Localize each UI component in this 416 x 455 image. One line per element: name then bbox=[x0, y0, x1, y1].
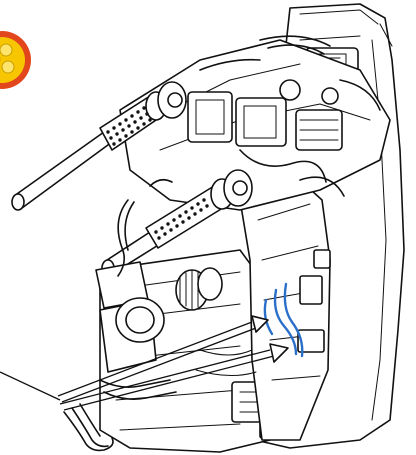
lower-steam-wand bbox=[101, 169, 253, 277]
arrow-pointer-icon bbox=[0, 315, 289, 411]
central-column bbox=[239, 179, 331, 441]
hose-detail-icon bbox=[63, 403, 114, 452]
upper-steam-wand bbox=[11, 81, 187, 211]
lower-wand-perforations bbox=[154, 198, 209, 240]
pump-assembly bbox=[95, 261, 223, 400]
highlighted-hose bbox=[263, 282, 304, 358]
upper-mechanism bbox=[119, 35, 391, 211]
upper-wand-perforations bbox=[106, 106, 152, 146]
warning-badge-icon bbox=[0, 31, 31, 89]
tubing bbox=[117, 149, 345, 376]
